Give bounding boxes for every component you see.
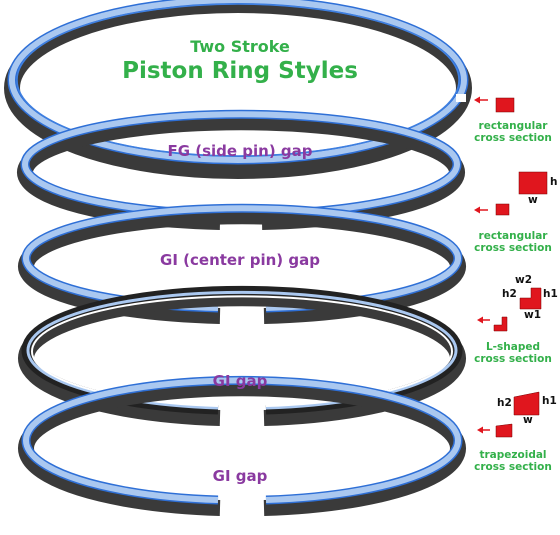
section-caption-2-line1: rectangular [478, 230, 548, 242]
dim-l-w2: w2 [515, 274, 533, 286]
dim-l-h1: h1 [543, 288, 558, 300]
title-line-2: Piston Ring Styles [122, 58, 358, 84]
rect-section-large [518, 171, 548, 195]
section-caption-4-line2: cross section [474, 461, 552, 473]
section-caption-1-line1: rectangular [478, 120, 548, 132]
dim-trap-h1: h1 [542, 395, 557, 407]
gap-label-3: GI gap [212, 372, 268, 390]
section-caption-3-line1: L-shaped [485, 341, 540, 353]
dim-trap-h2: h2 [497, 397, 512, 409]
ring-3-gi-l-shaped [18, 203, 466, 324]
gap-label-1: FG (side pin) gap [167, 142, 313, 160]
ring-4-gi-stepped [18, 285, 466, 426]
dim-rect-w: w [528, 194, 538, 206]
ring-2-gi-center-pin [17, 109, 466, 230]
section-caption-4-line1: trapezoidal [479, 449, 547, 461]
section-caption-4: trapezoidal cross section [458, 449, 560, 473]
title-line-1: Two Stroke [190, 37, 290, 56]
section-marker-1 [474, 96, 515, 113]
gap-label-4: GI gap [212, 467, 268, 485]
l-section-large [519, 287, 542, 310]
dim-l-w1: w1 [524, 309, 542, 321]
ring-5-gi-trapezoidal [18, 375, 466, 516]
section-caption-3: L-shaped cross section [458, 341, 560, 365]
trap-section-large [513, 391, 540, 416]
section-marker-2 [474, 171, 548, 216]
dim-trap-w: w [523, 414, 533, 426]
section-caption-1-line2: cross section [474, 132, 552, 144]
ring-1-fg-side-pin [4, 0, 472, 179]
section-caption-3-line2: cross section [474, 353, 552, 365]
dim-l-h2: h2 [502, 288, 517, 300]
section-caption-2-line2: cross section [474, 242, 552, 254]
section-marker-4 [477, 391, 540, 438]
dim-rect-h: h [550, 176, 558, 188]
section-caption-2: rectangular cross section [458, 230, 560, 254]
section-caption-1: rectangular cross section [458, 120, 560, 144]
section-marker-3 [477, 287, 542, 332]
gap-label-2: GI (center pin) gap [160, 251, 320, 269]
